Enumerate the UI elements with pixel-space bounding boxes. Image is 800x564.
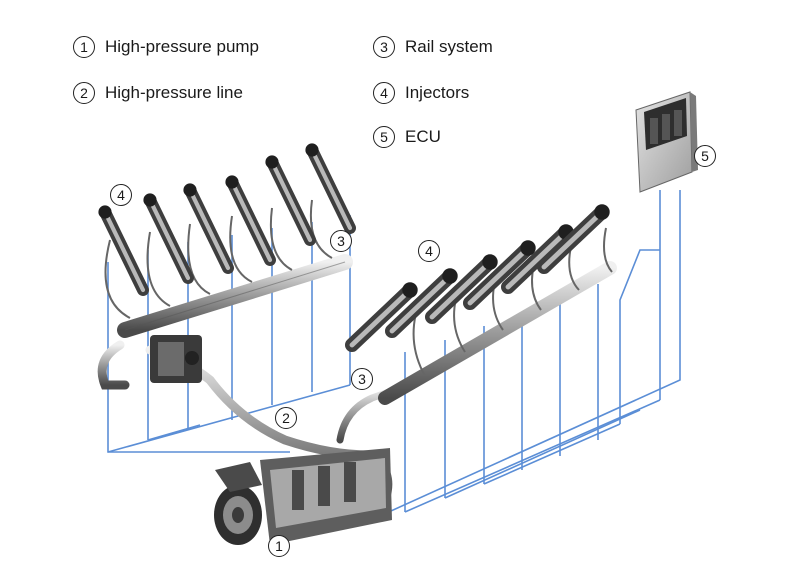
legend-label: Injectors xyxy=(405,83,470,102)
injector-body xyxy=(265,155,316,246)
legend-number: 5 xyxy=(373,126,395,148)
high-pressure-pump xyxy=(214,448,392,545)
legend-label: Rail system xyxy=(405,37,493,56)
callout-pump: 1 xyxy=(268,535,290,557)
callout-rail-right: 3 xyxy=(351,368,373,390)
left-injectors xyxy=(98,143,356,296)
injector-body xyxy=(385,268,458,338)
pressure-control-valve xyxy=(150,335,202,383)
injector-body xyxy=(98,205,149,296)
callout-rail-left: 3 xyxy=(330,230,352,252)
injector-body xyxy=(463,240,536,310)
callout-ecu: 5 xyxy=(694,145,716,167)
injector-body xyxy=(143,193,194,284)
legend-label: ECU xyxy=(405,127,441,146)
injector-body xyxy=(305,143,356,234)
left-rail-assembly xyxy=(104,199,353,338)
ecu-unit xyxy=(635,91,698,193)
legend-label: High-pressure line xyxy=(105,83,243,102)
legend-item-rail: 3 Rail system xyxy=(373,36,493,58)
callout-injectors-left: 4 xyxy=(110,184,132,206)
legend-item-ecu: 5 ECU xyxy=(373,126,441,148)
callout-injectors-right: 4 xyxy=(418,240,440,262)
right-injectors xyxy=(345,204,610,352)
legend-item-injectors: 4 Injectors xyxy=(373,82,469,104)
injector-body xyxy=(345,282,418,352)
legend-number: 4 xyxy=(373,82,395,104)
injector-body xyxy=(225,175,276,266)
legend-item-pump: 1 High-pressure pump xyxy=(73,36,259,58)
legend-item-line: 2 High-pressure line xyxy=(73,82,243,104)
legend-number: 1 xyxy=(73,36,95,58)
injector-body xyxy=(425,254,498,324)
injector-body xyxy=(183,183,234,274)
legend-number: 3 xyxy=(373,36,395,58)
legend-label: High-pressure pump xyxy=(105,37,260,56)
legend-number: 2 xyxy=(73,82,95,104)
injector-body xyxy=(501,224,574,294)
callout-high-pressure-line: 2 xyxy=(275,407,297,429)
injector-body xyxy=(537,204,610,274)
